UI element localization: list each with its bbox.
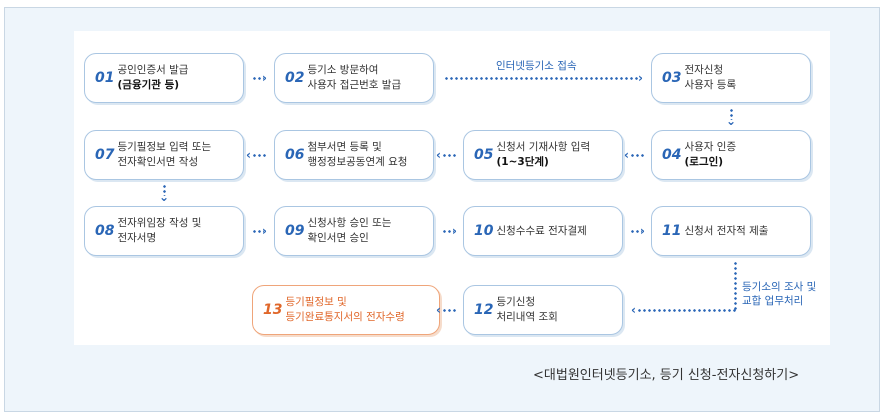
arrow-right-icon: › (640, 224, 645, 238)
connector-dots (730, 108, 733, 120)
arrow-right-icon: › (262, 224, 267, 238)
connector-dots (442, 309, 456, 312)
step-number: 05 (474, 147, 494, 163)
figure-caption: <대법원인터넷등기소, 등기 신청-전자신청하기> (533, 368, 800, 383)
connector-dots (252, 154, 266, 157)
arrow-left-icon: ‹ (631, 303, 636, 317)
connector-dots (442, 230, 454, 233)
arrow-right-icon: › (638, 71, 643, 85)
step-subtext: (로그인) (684, 156, 724, 168)
connector-label-registry-line2: 교합 업무처리 (742, 295, 804, 307)
step-subtext: 전자서명 (117, 232, 157, 244)
step-text: 등기소 방문하여 (307, 64, 379, 76)
step-subtext: 확인서면 승인 (307, 232, 369, 244)
connector-dots (163, 184, 166, 196)
step-11: 11 신청서 전자적 제출 (651, 206, 811, 256)
connector-dots (444, 77, 640, 80)
step-subtext: 사용자 접근번호 발급 (307, 79, 402, 91)
step-text: 신청서 기재사항 입력 (496, 141, 591, 153)
arrow-down-icon: ⌄ (159, 190, 170, 204)
step-number: 13 (263, 302, 283, 318)
arrow-left-icon: ‹ (436, 303, 441, 317)
step-number: 10 (474, 223, 494, 239)
step-text: 공인인증서 발급 (117, 64, 189, 76)
connector-dots (442, 154, 456, 157)
step-text: 신청수수료 전자결제 (496, 224, 587, 237)
step-number: 12 (474, 302, 494, 318)
step-01: 01 공인인증서 발급 (금융기관 등) (84, 53, 244, 103)
step-text: 신청서 전자적 제출 (684, 224, 769, 237)
step-04: 04 사용자 인증 (로그인) (651, 130, 811, 180)
step-number: 07 (95, 147, 115, 163)
step-subtext: 등기완료통지서의 전자수령 (285, 311, 405, 323)
connector-label-internet: 인터넷등기소 접속 (496, 60, 577, 72)
step-text: 전자신청 (684, 64, 724, 76)
step-text: 등기필정보 입력 또는 (117, 141, 212, 153)
step-text: 등기신청 (496, 296, 536, 308)
step-subtext: 행정정보공동연계 요청 (307, 156, 408, 168)
step-text: 등기필정보 및 (285, 296, 347, 308)
connector-dots (252, 77, 264, 80)
step-number: 03 (662, 70, 682, 86)
arrow-right-icon: › (262, 71, 267, 85)
connector-dots (630, 154, 644, 157)
step-subtext: (금융기관 등) (117, 79, 180, 91)
step-number: 09 (285, 223, 305, 239)
arrow-down-icon: ⌄ (726, 114, 737, 128)
step-number: 02 (285, 70, 305, 86)
arrow-right-icon: › (452, 224, 457, 238)
step-number: 01 (95, 70, 115, 86)
step-subtext: 사용자 등록 (684, 79, 737, 91)
arrow-left-icon: ‹ (246, 148, 251, 162)
step-subtext: (1~3단계) (496, 156, 549, 168)
step-subtext: 전자확인서면 작성 (117, 156, 199, 168)
step-text: 첨부서면 등록 및 (307, 141, 382, 153)
arrow-left-icon: ‹ (436, 148, 441, 162)
connector-dots (630, 230, 642, 233)
step-number: 08 (95, 223, 115, 239)
step-text: 신청사항 승인 또는 (307, 217, 392, 229)
connector-label-registry-line1: 등기소의 조사 및 (742, 281, 817, 293)
step-text: 전자위임장 작성 및 (117, 217, 202, 229)
arrow-left-icon: ‹ (624, 148, 629, 162)
step-10: 10 신청수수료 전자결제 (463, 206, 623, 256)
step-number: 06 (285, 147, 305, 163)
step-05: 05 신청서 기재사항 입력 (1~3단계) (463, 130, 623, 180)
step-text: 사용자 인증 (684, 141, 737, 153)
connector-dots (734, 261, 737, 311)
connector-dots (637, 309, 736, 312)
step-subtext: 처리내역 조회 (496, 311, 558, 323)
step-number: 11 (662, 223, 682, 239)
connector-dots (252, 230, 264, 233)
step-number: 04 (662, 147, 682, 163)
